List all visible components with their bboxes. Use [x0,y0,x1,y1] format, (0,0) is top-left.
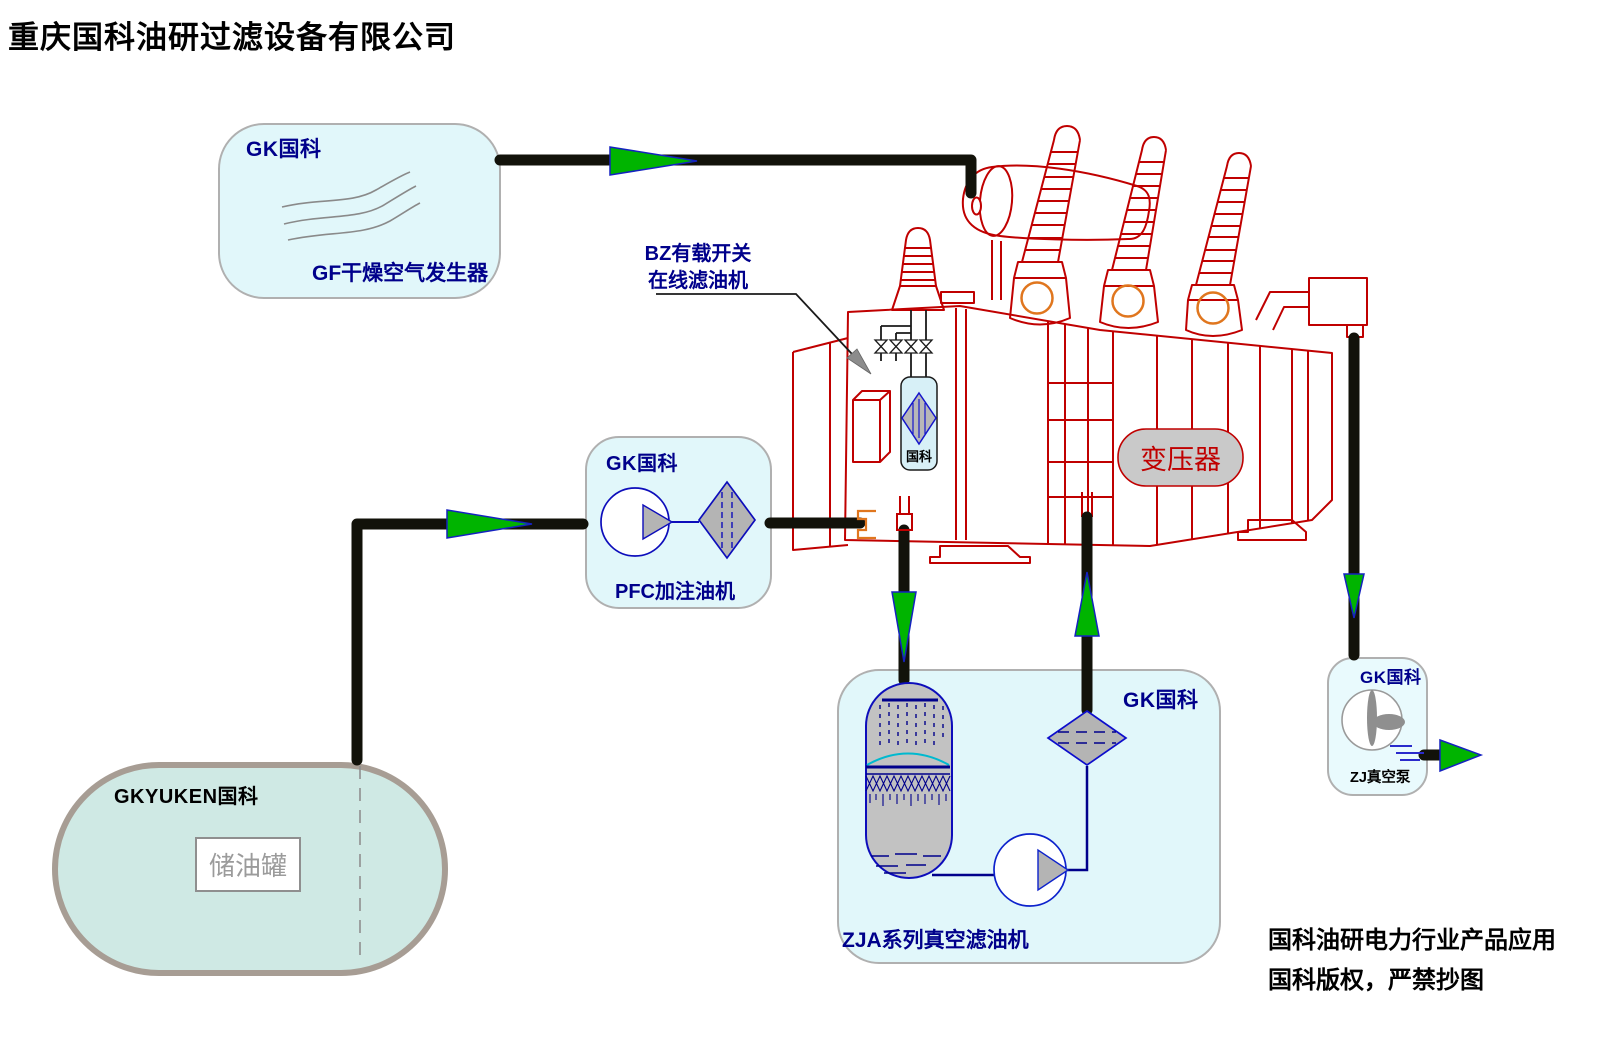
tank-label: 储油罐 [195,837,301,892]
zja-symbols [865,682,1128,907]
pipe-gf-to-transformer [494,154,977,199]
transformer-body [844,305,1333,547]
bushing-turret-rings [1020,281,1230,325]
flow-arrow-right-left [446,509,533,539]
valve-icons [873,339,934,354]
conservator-tank [961,164,1151,241]
vacuum-vessel-icon [865,682,953,879]
transformer-label-stadium [1117,428,1244,487]
pfc-label: PFC加注油机 [615,581,735,603]
bz-filter-unit [873,310,938,471]
flow-arrow-out-zj [1439,738,1484,773]
gf-brand: GK国科 [246,138,322,161]
page-title: 重庆国科油研过滤设备有限公司 [8,20,456,55]
transformer-leg-right [1237,519,1307,541]
bz-callout-leader [656,293,872,375]
pfc-symbols [600,480,757,560]
zj-brand: GK国科 [1360,668,1422,687]
zj-label: ZJ真空泵 [1350,770,1411,786]
flow-arrow-right-top [609,146,698,176]
small-bushing [891,227,945,311]
bz-callout-line2: 在线滤油机 [648,270,748,292]
bushing-3 [1185,152,1252,337]
flow-arrows [446,146,1484,773]
pipe-fitting [896,513,913,531]
bushing-1 [1009,125,1081,326]
gf-dry-air-generator-box [218,123,501,299]
bz-unit-label: 国科 [905,449,932,464]
footer-line1: 国科油研电力行业产品应用 [1268,927,1556,954]
transformer-label: 变压器 [1140,445,1221,476]
footer-line2: 国科版权，严禁抄图 [1268,967,1484,994]
filter-diamond-icon [697,480,757,560]
tank-brand: GKYUKEN国科 [114,786,259,808]
flange-fitting [856,509,876,540]
bz-callout-line1: BZ有载开关 [644,243,752,265]
conservator-fill-hole [971,196,982,216]
flow-arrow-down-zj [1343,573,1365,619]
side-box [852,390,891,463]
transformer-leg-left [929,545,1031,564]
bz-callout: BZ有载开关 在线滤油机 [628,241,768,295]
pipe-tank-to-pfc [351,518,589,766]
right-junction-box [1255,277,1368,338]
zja-filter-diamond-icon [1046,709,1128,767]
radiator-ladder [1047,322,1113,543]
bushing-2 [1099,136,1167,329]
zja-label: ZJA系列真空滤油机 [842,929,1029,952]
zj-symbols [1341,689,1424,761]
zja-brand: GK国科 [1123,689,1199,712]
air-waves-icon [281,171,421,241]
pfc-brand: GK国科 [606,453,678,475]
flow-arrow-down-left [891,591,917,663]
gf-label: GF干燥空气发生器 [312,262,489,285]
flow-arrow-up-right [1074,571,1100,637]
